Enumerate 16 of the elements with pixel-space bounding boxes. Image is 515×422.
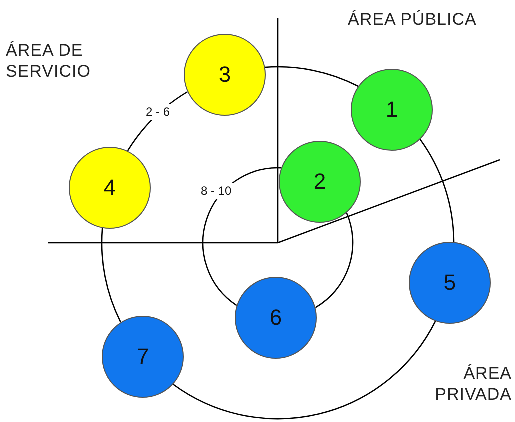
zone-circle: 2: [279, 141, 361, 223]
zone-circle: 1: [351, 69, 433, 151]
area-label: ÁREA PRIVADA: [434, 363, 512, 405]
zone-circle: 6: [235, 277, 317, 359]
zone-circle: 7: [102, 316, 184, 398]
zone-circle: 4: [69, 147, 151, 229]
area-label: ÁREA PÚBLICA: [348, 9, 477, 30]
ring-arc: [265, 66, 359, 88]
ring-arc: [173, 321, 436, 420]
zone-circle: 5: [409, 242, 491, 324]
ring-arc: [202, 167, 282, 306]
ring-arc: [420, 139, 455, 242]
area-label: ÁREA DE SERVICIO: [6, 40, 92, 82]
zone-circle: 3: [184, 34, 266, 116]
ring-arc: [315, 212, 354, 308]
ring-arc: [101, 228, 122, 323]
